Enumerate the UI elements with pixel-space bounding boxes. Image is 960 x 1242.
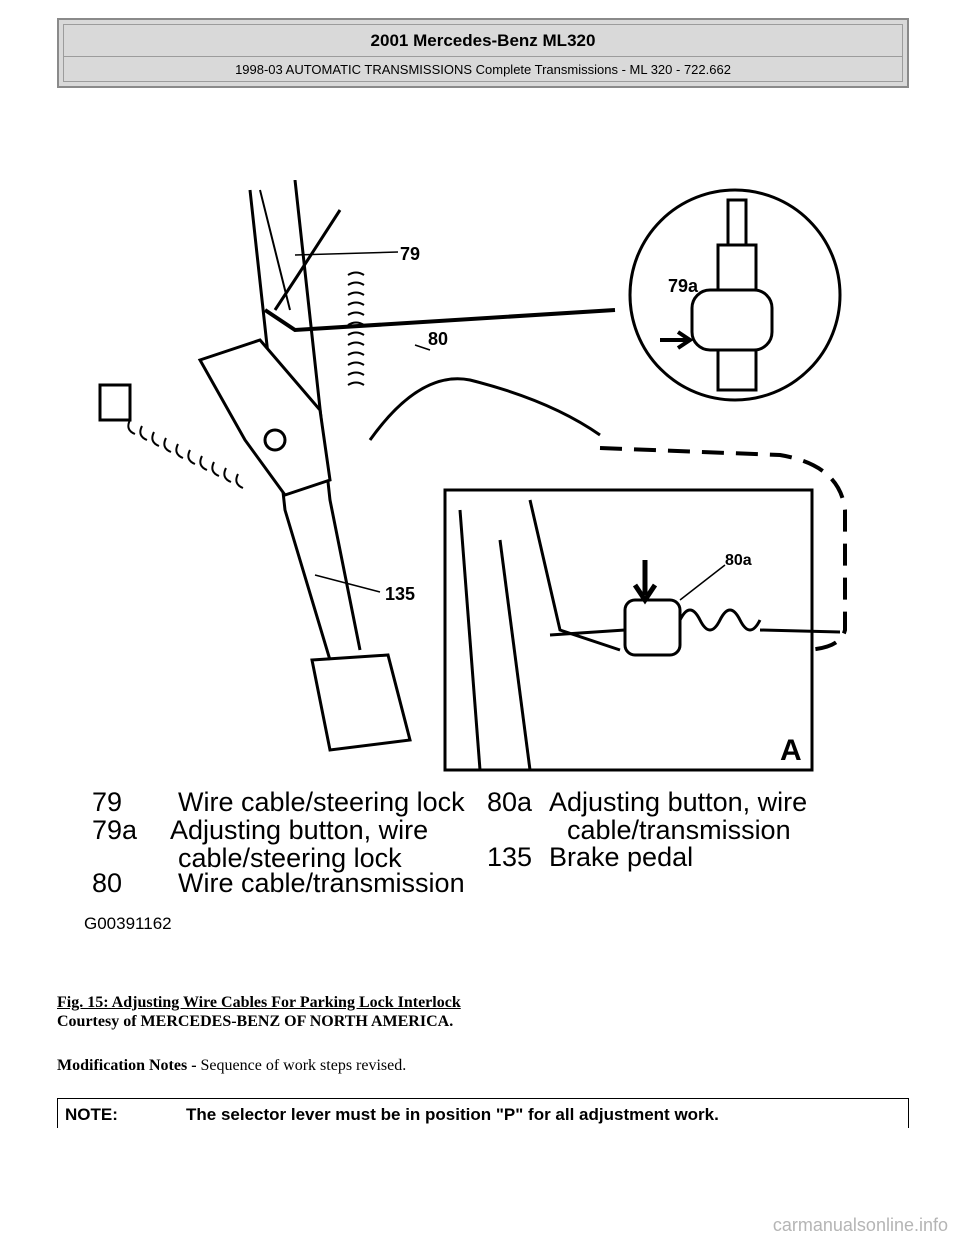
modification-text: Sequence of work steps revised. <box>196 1057 407 1074</box>
callout-80: 80 <box>428 329 448 349</box>
legend-text: Wire cable/steering lock <box>178 787 465 817</box>
inset-label-a: A <box>780 734 802 767</box>
figure-caption: Fig. 15: Adjusting Wire Cables For Parki… <box>57 994 461 1011</box>
section-subtitle: 1998-03 AUTOMATIC TRANSMISSIONS Complete… <box>235 62 731 77</box>
watermark: carmanualsonline.info <box>772 1215 948 1235</box>
note-text: The selector lever must be in position "… <box>186 1105 719 1124</box>
callout-80a: 80a <box>725 552 752 569</box>
legend-number: 80a <box>487 787 533 817</box>
vehicle-title: 2001 Mercedes-Benz ML320 <box>370 31 596 50</box>
legend-text-continued: cable/steering lock <box>178 843 402 873</box>
header-divider <box>64 56 902 57</box>
legend-text: Brake pedal <box>549 842 694 872</box>
legend-text: Adjusting button, wire <box>170 815 429 845</box>
wire-cable-diagram: 79 80 135 79a 80a A <box>98 180 847 772</box>
callout-135: 135 <box>385 584 415 604</box>
note-box: NOTE: The selector lever must be in posi… <box>57 1098 909 1128</box>
legend-number: 80 <box>92 868 123 898</box>
courtesy-line: Courtesy of MERCEDES-BENZ OF NORTH AMERI… <box>57 1013 454 1030</box>
legend-number: 79 <box>92 787 123 817</box>
legend-text-continued: cable/transmission <box>567 815 791 845</box>
legend-text: Wire cable/transmission <box>178 868 465 898</box>
figure-image-id: G00391162 <box>84 914 172 933</box>
legend-text: Adjusting button, wire <box>549 787 808 817</box>
header-frame: 2001 Mercedes-Benz ML320 1998-03 AUTOMAT… <box>63 24 903 82</box>
modification-notes: Modification Notes - Sequence of work st… <box>57 1057 406 1075</box>
legend-number: 135 <box>487 842 533 872</box>
callout-79: 79 <box>400 244 420 264</box>
legend-number: 79a <box>92 815 138 845</box>
document-header: 2001 Mercedes-Benz ML320 1998-03 AUTOMAT… <box>57 18 909 88</box>
callout-79a: 79a <box>668 276 699 296</box>
modification-label: Modification Notes - <box>57 1057 197 1074</box>
note-label: NOTE: <box>65 1105 118 1124</box>
